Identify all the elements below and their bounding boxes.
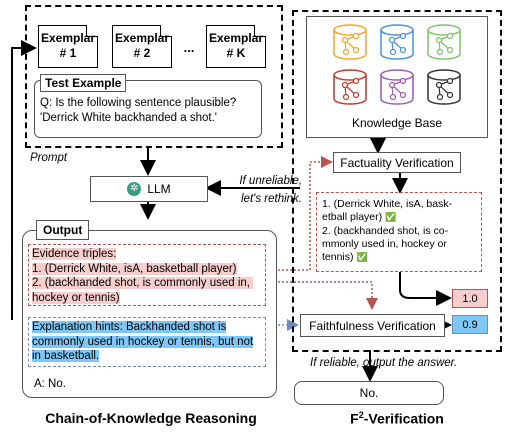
factuality-results-box: [316, 192, 482, 272]
knowledge-base-label: Knowledge Base: [351, 116, 443, 130]
output-title: Output: [36, 220, 90, 240]
factuality-result-1-text: 1. (Derrick White, isA, bask- etball pla…: [322, 198, 453, 223]
exemplar-2-fold: [160, 25, 172, 37]
prompt-label: Prompt: [30, 152, 68, 164]
final-answer-box: No.: [294, 381, 444, 405]
score-faithfulness: 0.9: [452, 315, 488, 334]
final-answer-text: No.: [359, 386, 379, 400]
exemplar-1-label: Exemplar # 1: [40, 31, 96, 60]
factuality-result-2-text: 2. (backhanded shot, is co- mmonly used …: [322, 225, 449, 263]
verification-panel: [292, 10, 502, 352]
database-icon: [380, 24, 414, 60]
explanation-text: Explanation hints: Backhanded shot is co…: [32, 320, 260, 364]
exemplar-2-label: Exemplar # 2: [114, 31, 170, 60]
exemplar-1: Exemplar # 1: [38, 25, 98, 68]
right-caption: F2-Verification: [292, 410, 502, 427]
score-factuality: 1.0: [452, 289, 488, 308]
ellipsis: ...: [183, 40, 195, 55]
faithfulness-label: Faithfulness Verification: [309, 318, 436, 333]
faithfulness-box: Faithfulness Verification: [300, 314, 445, 337]
exemplar-k: Exemplar # K: [206, 25, 266, 68]
database-icon: [380, 69, 414, 105]
left-caption: Chain-of-Knowledge Reasoning: [45, 410, 257, 426]
right-caption-f: F: [350, 410, 359, 427]
score-factuality-value: 1.0: [462, 292, 478, 305]
database-icon: [427, 24, 461, 60]
test-example-text: Q: Is the following sentence plausible? …: [40, 97, 237, 124]
prompt-panel: [25, 5, 283, 148]
results-to-score-arrow: [399, 272, 452, 306]
reliable-note: If reliable, output the answer.: [310, 357, 458, 369]
database-icon: [333, 69, 367, 105]
database-icon: [333, 24, 367, 60]
right-caption-sup: 2: [358, 410, 364, 420]
exemplar-1-fold: [86, 25, 98, 37]
openai-icon: ✲: [127, 182, 142, 196]
explanation-box: [28, 317, 266, 367]
explanation-highlight: Explanation hints: Backhanded shot is co…: [32, 321, 254, 362]
output-answer: A: No.: [34, 378, 66, 390]
check-icon-1: ✅: [385, 212, 397, 222]
evidence-to-faith-arrow: [266, 281, 378, 310]
exemplar-k-fold: [254, 25, 266, 37]
check-icon-2: ✅: [356, 252, 368, 262]
test-example-title: Test Example: [40, 74, 127, 92]
evidence-to-fact-arrow: [266, 156, 333, 271]
exemplar-2: Exemplar # 2: [112, 25, 172, 68]
exemplar-k-label: Exemplar # K: [208, 31, 264, 60]
llm-box: ✲ LLM: [90, 176, 208, 202]
factuality-box: Factuality Verification: [333, 152, 461, 173]
evidence-text: Evidence triples: 1. (Derrick White, isA…: [32, 247, 264, 305]
right-caption-rest: -Verification: [363, 410, 444, 427]
factuality-result-2: 2. (backhanded shot, is co- mmonly used …: [322, 225, 480, 264]
llm-label: LLM: [147, 182, 171, 196]
score-faithfulness-value: 0.9: [462, 318, 478, 331]
evidence-box: [28, 244, 266, 306]
database-icon: [427, 69, 461, 105]
factuality-result-1: 1. (Derrick White, isA, bask- etball pla…: [322, 198, 480, 224]
unreliable-note: If unreliable, let's rethink.: [239, 175, 302, 205]
factuality-label: Factuality Verification: [340, 155, 454, 170]
